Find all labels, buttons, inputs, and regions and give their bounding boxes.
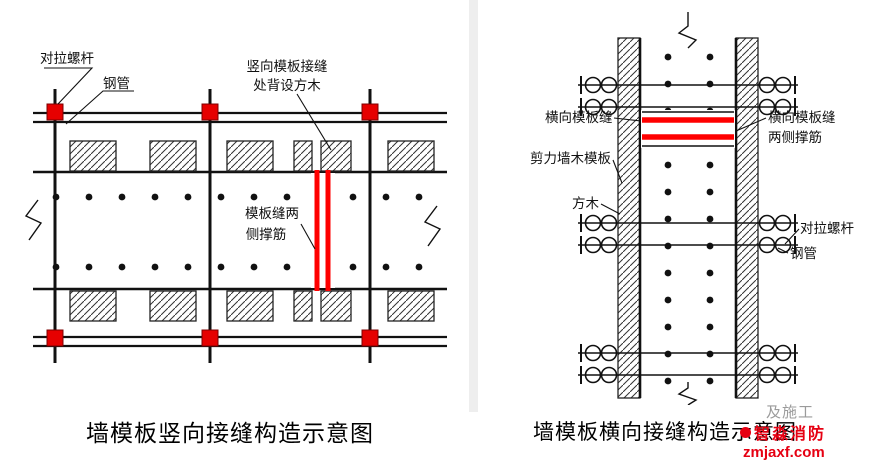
leader-steel-pipe	[65, 90, 134, 125]
leader-shear-wall	[612, 159, 623, 184]
label-backing	[240, 202, 304, 244]
leader-horizontal-joint	[613, 117, 642, 122]
leader-joint-note	[296, 93, 332, 151]
horizontal-joint-brace-bars	[642, 111, 734, 147]
leader-joint-brace	[735, 117, 767, 132]
watermark-stamp-text: 及施工	[766, 404, 815, 421]
right-diagram-horizontal-joint: 横向模板缝 剪力墙木模板 方木 横向模板缝 两侧撑筋 对拉螺杆 钢管	[530, 12, 854, 405]
tie-bolts	[53, 89, 372, 363]
leader-timber	[600, 203, 621, 215]
label-brace-line2: 侧撑筋	[246, 226, 287, 242]
label-joint-note-line1: 竖向模板接缝	[247, 58, 328, 74]
left-diagram-vertical-joint: 对拉螺杆 钢管 竖向模板接缝 处背设方木 模板缝两 侧撑筋	[24, 51, 447, 363]
watermark-logo-icon	[740, 426, 751, 438]
break-mark-top	[677, 12, 698, 49]
leader-tie-bolt	[784, 228, 800, 245]
label-shear-wall-formwork: 剪力墙木模板	[530, 151, 611, 166]
leader-steel-pipe	[777, 247, 789, 254]
label-timber: 方木	[572, 196, 600, 211]
timber-studs	[69, 140, 435, 322]
formwork-strips	[617, 37, 759, 399]
break-mark-bottom	[677, 382, 698, 405]
break-mark-right	[423, 205, 442, 247]
label-brace-line1: 模板缝两	[245, 206, 299, 221]
watermark-site-url: zmjaxf.com	[743, 444, 825, 461]
panel-divider	[469, 0, 478, 412]
leader-brace	[300, 223, 316, 250]
label-horizontal-joint: 横向模板缝	[545, 110, 613, 125]
label-tie-bolt: 对拉螺杆	[800, 221, 854, 236]
watermark-brand: 智淼消防	[754, 426, 827, 443]
tie-bolt-plates	[46, 103, 379, 347]
concrete-core	[642, 44, 734, 394]
joint-gap	[641, 110, 735, 148]
label-joint-note-line2: 处背设方木	[253, 78, 321, 93]
watermark: 及施工 智淼消防 zmjaxf.com	[728, 401, 878, 461]
leader-tie-bolt	[44, 67, 94, 105]
break-mark-left	[24, 199, 43, 241]
vertical-joint-brace-bars	[314, 170, 331, 291]
right-diagram-labels: 横向模板缝 剪力墙木模板 方木 横向模板缝 两侧撑筋 对拉螺杆 钢管	[530, 110, 854, 261]
label-tie-bolt: 对拉螺杆	[40, 51, 94, 66]
right-diagram-title: 墙模板横向接缝构造示意图	[533, 420, 797, 444]
label-steel-pipe: 钢管	[790, 246, 817, 261]
left-diagram-labels: 对拉螺杆 钢管 竖向模板接缝 处背设方木 模板缝两 侧撑筋	[40, 51, 332, 250]
label-joint-brace-line1: 横向模板缝	[768, 110, 836, 125]
formwork-face-lines	[33, 170, 447, 291]
label-joint-brace-line2: 两侧撑筋	[768, 129, 822, 145]
left-diagram-title: 墙模板竖向接缝构造示意图	[86, 421, 374, 446]
label-steel-pipe: 钢管	[103, 76, 130, 91]
